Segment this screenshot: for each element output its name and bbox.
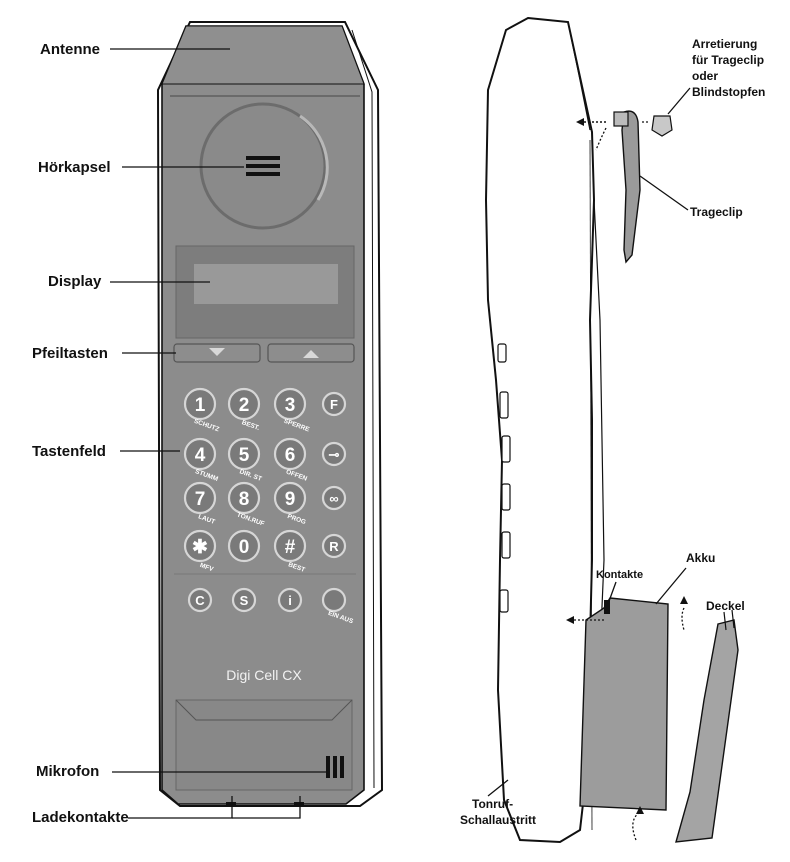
key-label: R	[329, 539, 339, 554]
side-key	[499, 589, 509, 613]
speaker-slot	[246, 156, 280, 160]
key-circle	[183, 529, 217, 563]
display-screen	[194, 264, 338, 304]
key-label: F	[330, 397, 338, 412]
label-hoerkapsel: Hörkapsel	[38, 159, 111, 176]
key-label: 1	[195, 395, 206, 416]
side-key	[499, 391, 509, 419]
key-label: C	[195, 593, 205, 608]
ladekontakt	[226, 802, 236, 806]
key-circle	[231, 587, 257, 613]
label-arretierung: für Trageclip	[692, 53, 764, 67]
deckel	[675, 619, 739, 843]
side-key	[501, 435, 511, 463]
key-circle	[273, 481, 307, 515]
side-key	[497, 343, 507, 363]
key-circle	[227, 529, 261, 563]
arrow-down-icon	[209, 348, 225, 356]
key-3-button[interactable]: F	[321, 391, 347, 417]
key-label: 7	[195, 489, 206, 510]
key-label: 3	[285, 395, 296, 416]
key-circle	[321, 441, 347, 467]
key-label: i	[288, 593, 292, 608]
key-circle	[273, 387, 307, 421]
mikrofon-slot	[340, 756, 344, 778]
label-antenne: Antenne	[40, 41, 100, 58]
label-mikrofon: Mikrofon	[36, 763, 99, 780]
key-sublabel: MFV	[199, 562, 215, 573]
key-label: 2	[239, 395, 250, 416]
arrow-up-icon	[303, 350, 319, 358]
label-tonruf: Tonruf-	[472, 797, 513, 811]
key-15-button[interactable]: R	[321, 533, 347, 559]
akku	[579, 597, 669, 811]
key-label: 9	[285, 489, 296, 510]
trageclip	[621, 110, 641, 264]
speaker-slot	[246, 172, 280, 176]
key-12-button[interactable]: ✱ MFV	[183, 529, 217, 573]
label-arretierung: Blindstopfen	[692, 85, 765, 99]
key-11-button[interactable]: ∞	[321, 485, 347, 511]
label-ladekontakte: Ladekontakte	[32, 809, 129, 826]
key-label: ⊸	[329, 447, 340, 462]
key-circle	[273, 529, 307, 563]
key-16-button[interactable]: C	[187, 587, 213, 613]
label-arretierung: oder	[692, 69, 718, 83]
label-tastenfeld: Tastenfeld	[32, 443, 106, 460]
key-circle	[183, 481, 217, 515]
label-arretierung: Arretierung	[692, 37, 757, 51]
brand-label: Digi Cell CX	[226, 667, 302, 683]
side-key	[501, 483, 511, 511]
mikrofon-slot	[333, 756, 337, 778]
label-display: Display	[48, 273, 102, 290]
key-7-button[interactable]: ⊸	[321, 441, 347, 467]
key-label: S	[240, 593, 249, 608]
key-label: ✱	[192, 537, 208, 558]
key-label: 8	[239, 489, 250, 510]
key-17-button[interactable]: S	[231, 587, 257, 613]
key-circle	[227, 437, 261, 471]
key-circle	[277, 587, 303, 613]
key-label: #	[285, 537, 296, 558]
key-circle	[183, 387, 217, 421]
speaker-slot	[246, 164, 280, 168]
key-circle	[183, 437, 217, 471]
key-circle	[187, 587, 213, 613]
blindstopfen	[651, 115, 673, 137]
key-circle	[321, 485, 347, 511]
key-label: 4	[195, 445, 206, 466]
key-label: 6	[285, 445, 296, 466]
key-18-button[interactable]: i	[277, 587, 303, 613]
label-kontakte: Kontakte	[596, 569, 643, 581]
ladekontakt	[294, 802, 304, 806]
front-labels: Antenne Hörkapsel Display Pfeiltasten Ta…	[32, 41, 326, 826]
label-akku: Akku	[686, 551, 715, 565]
side-key	[501, 531, 511, 559]
antenne-cap	[161, 25, 365, 85]
key-label: ∞	[329, 491, 338, 506]
label-pfeiltasten: Pfeiltasten	[32, 345, 108, 362]
side-labels: Arretierung für Trageclip oder Blindstop…	[460, 37, 765, 827]
side-body	[484, 16, 596, 844]
key-circle	[227, 387, 261, 421]
key-label: 5	[239, 445, 250, 466]
key-13-button[interactable]: 0	[227, 529, 261, 563]
kontakte-pins	[604, 600, 610, 614]
key-circle	[273, 437, 307, 471]
label-trageclip: Trageclip	[690, 205, 743, 219]
key-label: 0	[239, 537, 250, 558]
mikrofon-slot	[326, 756, 330, 778]
handset-side	[484, 16, 739, 844]
label-deckel: Deckel	[706, 599, 745, 613]
key-circle	[321, 587, 347, 613]
key-circle	[227, 481, 261, 515]
key-circle	[321, 391, 347, 417]
label-tonruf: Schallaustritt	[460, 813, 536, 827]
key-circle	[321, 533, 347, 559]
